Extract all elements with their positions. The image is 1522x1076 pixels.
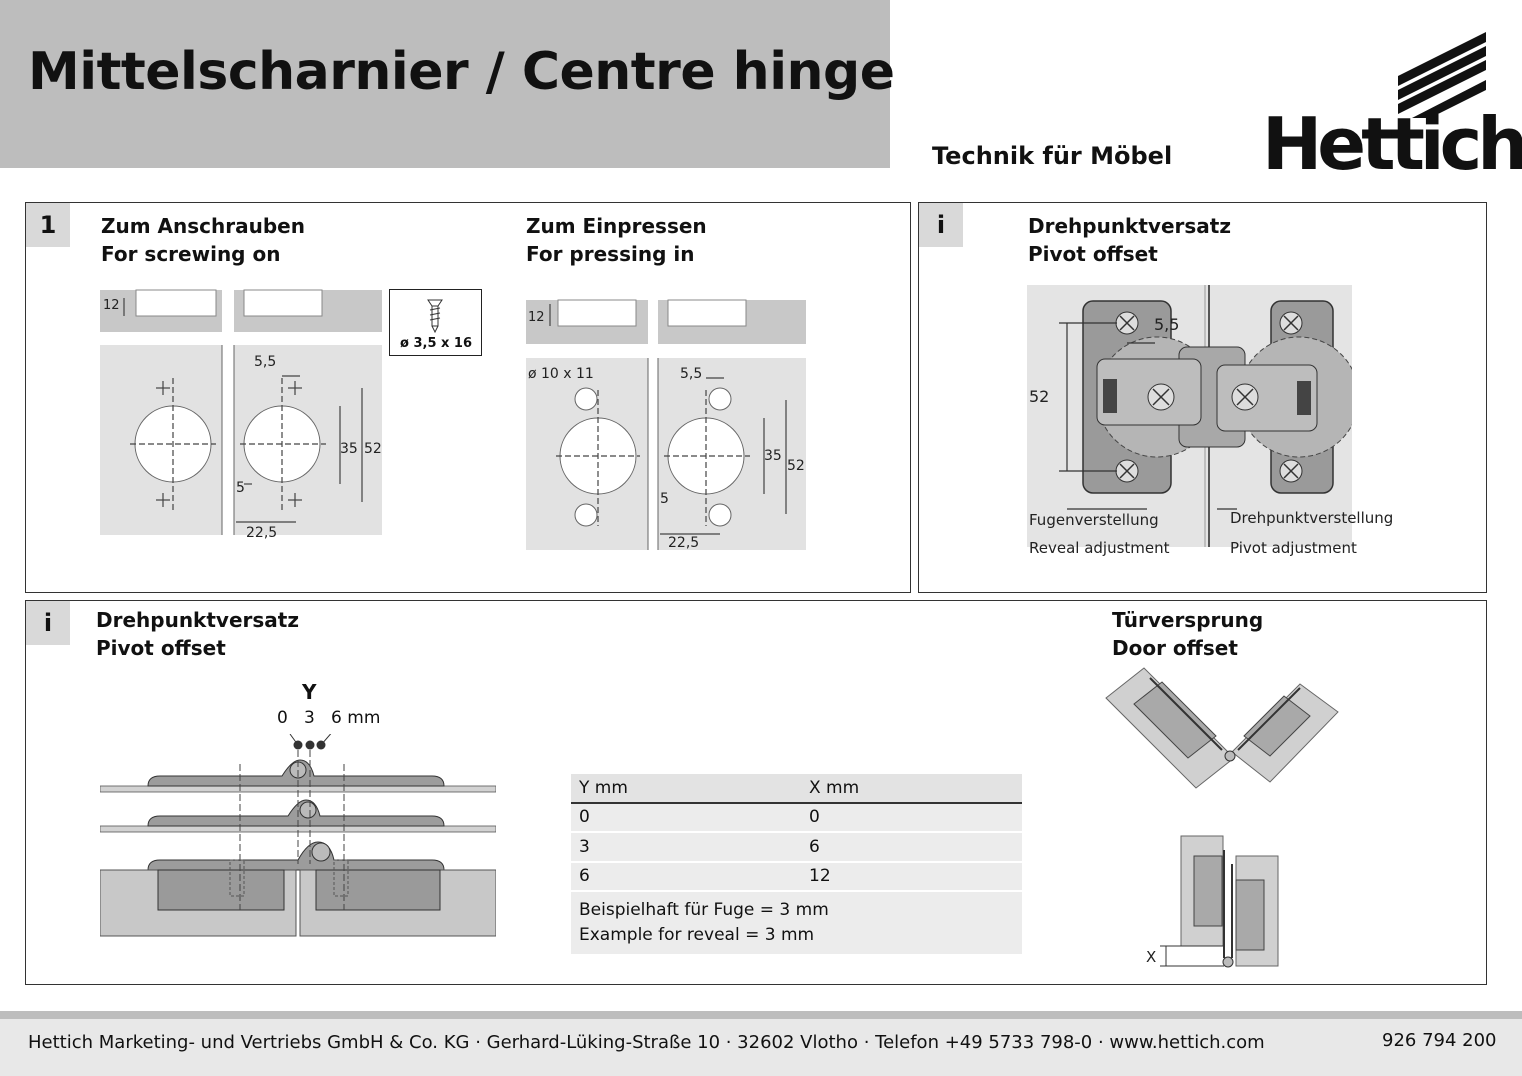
press-title-de: Zum Einpressen — [526, 214, 707, 238]
press-dim-5-5: 5,5 — [680, 366, 702, 382]
press-dim-22-5: 22,5 — [668, 535, 699, 551]
door-offset-closed-drawing: X — [1146, 835, 1279, 968]
screw-spec-box: ø 3,5 x 16 — [389, 289, 482, 356]
hinge-top-view-drawing: 5,5 52 — [1027, 285, 1352, 547]
logo-stripes-icon — [1398, 32, 1486, 118]
reveal-label-de: Fugenverstellung — [1029, 511, 1159, 529]
pivot-title-de: Drehpunktversatz — [1028, 214, 1231, 238]
screw-title-de: Zum Anschrauben — [101, 214, 305, 238]
footer-doc-number: 926 794 200 — [1382, 1030, 1497, 1051]
panel-number-1: 1 — [26, 203, 70, 247]
offset-table: Y mm X mm 0 0 3 6 6 12 Beispielhaft für … — [571, 774, 1022, 954]
header-band — [0, 0, 890, 168]
table-cell: 12 — [809, 866, 831, 887]
press-dim-5: 5 — [660, 491, 669, 507]
pivot-offset-section-drawing — [100, 734, 496, 937]
door-offset-open-drawing — [1105, 667, 1339, 789]
pivot-title-en: Pivot offset — [1028, 242, 1158, 266]
reveal-label-en: Reveal adjustment — [1029, 539, 1170, 557]
pivot-dim-5-5: 5,5 — [1154, 315, 1179, 334]
screw-mounting-drawing: 12 5,5 35 52 5 22,5 — [100, 289, 382, 540]
table-header-row: Y mm X mm — [571, 774, 1022, 804]
press-mounting-drawing: 12 ø 10 x 11 5,5 35 52 5 22,5 — [526, 299, 806, 551]
table-cell: 0 — [579, 807, 590, 828]
table-cell: 6 — [809, 836, 820, 857]
table-note: Beispielhaft für Fuge = 3 mm Example for… — [571, 892, 1022, 954]
screw-dim-12: 12 — [103, 298, 120, 313]
offset-title-de: Drehpunktversatz — [96, 608, 299, 632]
y-values-label: 0 3 6 mm — [277, 708, 381, 728]
door-offset-title-de: Türversprung — [1112, 608, 1264, 632]
pivot-dim-52: 52 — [1029, 387, 1049, 406]
footer-bar — [0, 1011, 1522, 1019]
page-title: Mittelscharnier / Centre hinge — [28, 42, 895, 102]
table-row: 6 12 — [571, 862, 1022, 892]
table-cell: 3 — [579, 836, 590, 857]
press-dim-52: 52 — [787, 458, 805, 474]
table-cell: 0 — [809, 807, 820, 828]
x-dim-label: X — [1146, 948, 1156, 966]
panel-info-icon: i — [919, 203, 963, 247]
table-row: 0 0 — [571, 803, 1022, 833]
hettich-logo: Hettich — [1262, 28, 1522, 180]
panel-info-icon-2: i — [26, 601, 70, 645]
screw-dim-5: 5 — [236, 480, 245, 496]
table-header-x: X mm — [809, 777, 860, 798]
table-header-y: Y mm — [579, 777, 628, 798]
footer-address: Hettich Marketing- und Vertriebs GmbH & … — [28, 1032, 1265, 1053]
press-title-en: For pressing in — [526, 242, 695, 266]
press-dowel-size: ø 10 x 11 — [528, 366, 594, 382]
tagline: Technik für Möbel — [932, 142, 1173, 170]
screw-icon — [427, 299, 443, 334]
door-offset-title-en: Door offset — [1112, 636, 1238, 660]
screw-dim-52: 52 — [364, 441, 382, 457]
screw-dim-5-5: 5,5 — [254, 354, 276, 370]
press-dim-12: 12 — [528, 310, 545, 325]
pivot-adjust-label-en: Pivot adjustment — [1230, 539, 1357, 557]
footer — [0, 1011, 1522, 1076]
screw-size-label: ø 3,5 x 16 — [400, 336, 473, 351]
screw-dim-35: 35 — [340, 441, 358, 457]
screw-dim-22-5: 22,5 — [246, 525, 277, 540]
screw-title-en: For screwing on — [101, 242, 281, 266]
table-note-de: Beispielhaft für Fuge = 3 mm — [579, 900, 829, 920]
table-row: 3 6 — [571, 833, 1022, 863]
table-note-en: Example for reveal = 3 mm — [579, 925, 815, 945]
logo-wordmark: Hettich — [1262, 102, 1522, 186]
press-dim-35: 35 — [764, 448, 782, 464]
offset-title-en: Pivot offset — [96, 636, 226, 660]
y-axis-label: Y — [302, 680, 317, 704]
pivot-adjust-label-de: Drehpunktverstellung — [1230, 509, 1394, 527]
table-cell: 6 — [579, 866, 590, 887]
